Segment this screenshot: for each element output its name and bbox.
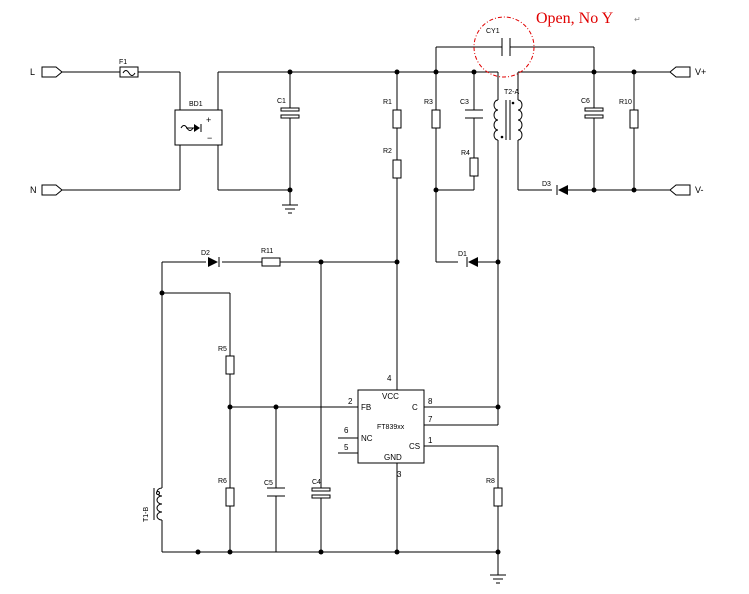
ic-pin-num-6: 6 xyxy=(344,426,349,435)
capacitor-c1: C1 xyxy=(277,98,300,119)
terminal-n-label: N xyxy=(30,185,37,195)
capacitor-cy1-label: CY1 xyxy=(486,28,500,35)
terminal-l-label: L xyxy=(30,67,35,77)
ground-symbol-top xyxy=(282,204,298,214)
terminal-vplus-label: V+ xyxy=(695,67,706,77)
diode-d3: D3 xyxy=(542,181,568,195)
diode-d2: D2 xyxy=(201,250,220,267)
bridge-bd1-label: BD1 xyxy=(189,101,203,108)
resistor-r11-label: R11 xyxy=(261,248,273,255)
terminal-l: L xyxy=(30,66,63,78)
ic-pin-vcc: VCC xyxy=(382,392,399,401)
resistor-r4-label: R4 xyxy=(461,150,470,157)
capacitor-c4: C4 xyxy=(311,479,331,499)
ic-ft839xx: FT839xx VCC FB C NC CS GND 4 2 8 7 6 5 1… xyxy=(344,374,433,479)
ic-pin-num-4: 4 xyxy=(387,374,392,383)
ic-pin-cs: CS xyxy=(409,442,420,451)
ic-pin-nc: NC xyxy=(361,434,373,443)
ic-pin-num-8: 8 xyxy=(428,397,433,406)
resistor-r5: R5 xyxy=(218,346,235,375)
resistor-r1: R1 xyxy=(383,99,402,129)
svg-text:↵: ↵ xyxy=(634,15,641,24)
resistor-r3: R3 xyxy=(424,99,441,129)
annotation-text: Open, No Y xyxy=(536,10,614,27)
resistor-r10: R10 xyxy=(619,99,639,129)
terminal-n: N xyxy=(30,184,63,196)
ic-pin-num-3: 3 xyxy=(397,470,402,479)
capacitor-c6: C6 xyxy=(581,98,604,119)
transformer-t2a-label: T2-A xyxy=(504,89,520,96)
capacitor-cy1: CY1 xyxy=(486,28,511,56)
open-no-y-annotation: Open, No Y ↵ xyxy=(536,10,641,27)
ic-pin-gnd: GND xyxy=(384,453,402,462)
ic-pin-num-2: 2 xyxy=(348,397,353,406)
ic-pin-num-7: 7 xyxy=(428,415,433,424)
capacitor-c5-label: C5 xyxy=(264,480,273,487)
transformer-t2a: T2-A xyxy=(493,89,523,141)
fuse-f1: F1 xyxy=(119,59,139,78)
transformer-t1b: T1-B xyxy=(143,487,163,523)
resistor-r4: R4 xyxy=(461,150,479,177)
resistor-r1-label: R1 xyxy=(383,99,392,106)
resistor-r6: R6 xyxy=(218,478,235,507)
diode-d1-label: D1 xyxy=(458,251,467,258)
resistor-r3-label: R3 xyxy=(424,99,433,106)
resistor-r8-label: R8 xyxy=(486,478,495,485)
resistor-r2: R2 xyxy=(383,148,402,179)
bridge-plus-label: + xyxy=(206,115,211,125)
junctions xyxy=(159,69,637,555)
wires xyxy=(62,46,670,575)
ground-symbol-bottom xyxy=(490,574,506,584)
ic-name: FT839xx xyxy=(377,424,405,431)
terminal-vminus: V- xyxy=(669,184,704,196)
ic-pin-c: C xyxy=(412,403,418,412)
terminal-vplus: V+ xyxy=(669,66,706,78)
resistor-r8: R8 xyxy=(486,478,503,507)
resistor-r10-label: R10 xyxy=(619,99,632,106)
capacitor-c6-label: C6 xyxy=(581,98,590,105)
open-no-y-highlight xyxy=(473,16,535,78)
capacitor-c3: C3 xyxy=(460,99,483,119)
ic-pin-fb: FB xyxy=(361,403,371,412)
transformer-t1b-label: T1-B xyxy=(143,507,150,523)
ic-pin-num-5: 5 xyxy=(344,443,349,452)
bridge-minus-label: − xyxy=(207,133,212,143)
capacitor-c4-label: C4 xyxy=(312,479,321,486)
resistor-r11: R11 xyxy=(261,248,281,267)
resistor-r2-label: R2 xyxy=(383,148,392,155)
fuse-f1-label: F1 xyxy=(119,59,127,66)
resistor-r6-label: R6 xyxy=(218,478,227,485)
diode-d1: D1 xyxy=(458,251,478,267)
diode-d3-label: D3 xyxy=(542,181,551,188)
resistor-r5-label: R5 xyxy=(218,346,227,353)
bridge-bd1: + − BD1 xyxy=(174,101,223,146)
capacitor-c5: C5 xyxy=(264,480,285,497)
capacitor-c3-label: C3 xyxy=(460,99,469,106)
terminal-vminus-label: V- xyxy=(695,185,704,195)
capacitor-c1-label: C1 xyxy=(277,98,286,105)
diode-d2-label: D2 xyxy=(201,250,210,257)
ic-pin-num-1: 1 xyxy=(428,436,433,445)
